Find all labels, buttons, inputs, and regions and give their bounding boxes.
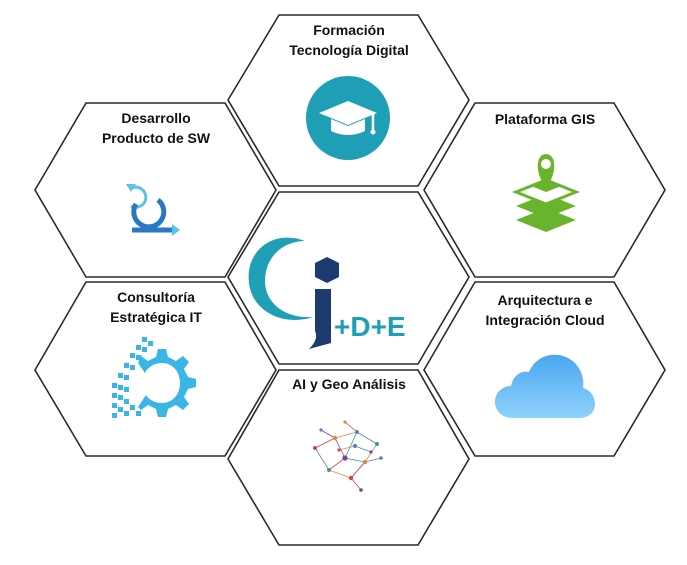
label-lower-left-line2: Estratégica IT (110, 309, 202, 325)
label-top-line1: Formación (313, 22, 385, 38)
i-logo-icon (248, 237, 339, 349)
label-top: Formación Tecnología Digital (249, 20, 449, 60)
label-upper-right: Plataforma GIS (445, 109, 645, 129)
hex-bottom (227, 369, 470, 546)
cloud-icon (495, 354, 595, 418)
label-upper-right-line1: Plataforma GIS (494, 111, 596, 127)
map-layers-pin-icon (512, 154, 580, 232)
neural-network-icon (313, 420, 383, 492)
label-lower-left-line1: Consultoría (117, 289, 195, 305)
label-lower-left: Consultoría Estratégica IT (56, 287, 256, 327)
label-bottom: AI y Geo Análisis (249, 374, 449, 394)
label-lower-right-line1: Arquitectura e (497, 292, 593, 308)
label-top-line2: Tecnología Digital (289, 42, 409, 58)
label-upper-left: Desarrollo Producto de SW (56, 108, 256, 148)
hex-upper-left (34, 102, 277, 278)
label-bottom-line1: AI y Geo Análisis (292, 376, 406, 392)
label-lower-right: Arquitectura e Integración Cloud (445, 290, 645, 330)
hex-lower-left (34, 281, 277, 457)
hex-center (227, 191, 470, 365)
label-upper-left-line1: Desarrollo (121, 110, 191, 126)
pixel-gear-icon (112, 337, 196, 418)
logo-text: +D+E (334, 311, 406, 342)
label-lower-right-line2: Integración Cloud (485, 312, 605, 328)
label-upper-left-line2: Producto de SW (101, 130, 211, 146)
cycle-arrow-icon (126, 184, 180, 236)
graduation-cap-icon (306, 76, 390, 160)
